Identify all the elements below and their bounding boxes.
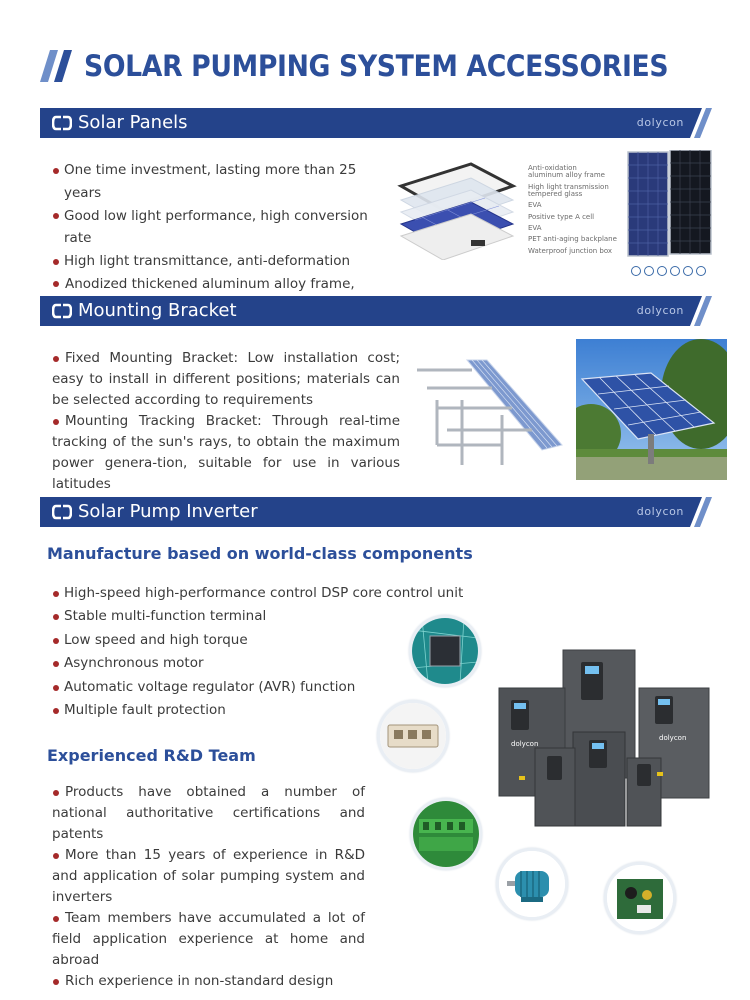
section-title: Mounting Bracket [78,300,237,321]
solar-panel-photo [627,150,712,262]
section-bar-solar-panels: Solar Panels dolycon [40,108,720,138]
mounting-bracket-list: Fixed Mounting Bracket: Low installation… [52,348,400,495]
team-heading: Experienced R&D Team [47,746,256,765]
product-label: dolycon [511,740,538,748]
certification-icon [644,266,654,276]
list-item: Team members have accumulated a lot of f… [52,908,365,971]
section-title: Solar Panels [78,112,188,133]
list-item: Mounting Tracking Bracket: Through real-… [52,411,400,495]
igbt-module-image [377,700,449,772]
team-list: Products have obtained a number of natio… [52,782,365,992]
certification-icon [683,266,693,276]
brand-logo-icon [52,504,72,520]
page-title: SOLAR PUMPING SYSTEM ACCESSORIES [84,49,669,83]
page-header: SOLAR PUMPING SYSTEM ACCESSORIES [40,44,719,88]
certification-icon [696,266,706,276]
list-item: One time investment, lasting more than 2… [52,159,382,205]
certification-icons [631,266,706,276]
dsp-chip-image [409,615,481,687]
certification-icon [657,266,667,276]
certification-icon [631,266,641,276]
motor-image [496,848,568,920]
section-bar-mounting-bracket: Mounting Bracket dolycon [40,296,720,326]
brand-logo-icon [52,115,72,131]
list-item: Multiple fault protection [52,699,472,722]
panel-layer-labels: Anti-oxidation aluminum alloy frame High… [528,164,617,255]
fixed-bracket-image [412,340,567,475]
list-item: Rich experience in non-standard design [52,971,365,992]
solar-panels-list: One time investment, lasting more than 2… [52,159,382,319]
inverter-products-image: dolycon dolycon [497,648,711,828]
certification-icon [670,266,680,276]
list-item: Good low light performance, high convers… [52,205,382,251]
bar-corner-stripe [690,296,720,326]
bar-corner-stripe [690,497,720,527]
terminal-board-image [410,798,482,870]
list-item: More than 15 years of experience in R&D … [52,845,365,908]
power-board-image [604,862,676,934]
section-title: Solar Pump Inverter [78,501,258,522]
list-item: High-speed high-performance control DSP … [52,582,472,605]
brand-name: dolycon [636,304,684,317]
tracking-bracket-photo [576,339,727,480]
list-item: Asynchronous motor [52,652,472,675]
brand-name: dolycon [636,116,684,129]
section-bar-solar-pump-inverter: Solar Pump Inverter dolycon [40,497,720,527]
list-item: Low speed and high torque [52,629,472,652]
components-list: High-speed high-performance control DSP … [52,582,472,722]
brand-name: dolycon [636,505,684,518]
list-item: Automatic voltage regulator (AVR) functi… [52,676,472,699]
list-item: High light transmittance, anti-deformati… [52,250,382,273]
product-label: dolycon [659,734,686,742]
components-heading: Manufacture based on world-class compone… [47,544,473,563]
panel-layers-image [385,150,525,260]
list-item: Products have obtained a number of natio… [52,782,365,845]
brand-logo-icon [52,303,72,319]
list-item: Stable multi-function terminal [52,605,472,628]
title-slashes-icon [40,50,72,82]
list-item: Fixed Mounting Bracket: Low installation… [52,348,400,411]
bar-corner-stripe [690,108,720,138]
